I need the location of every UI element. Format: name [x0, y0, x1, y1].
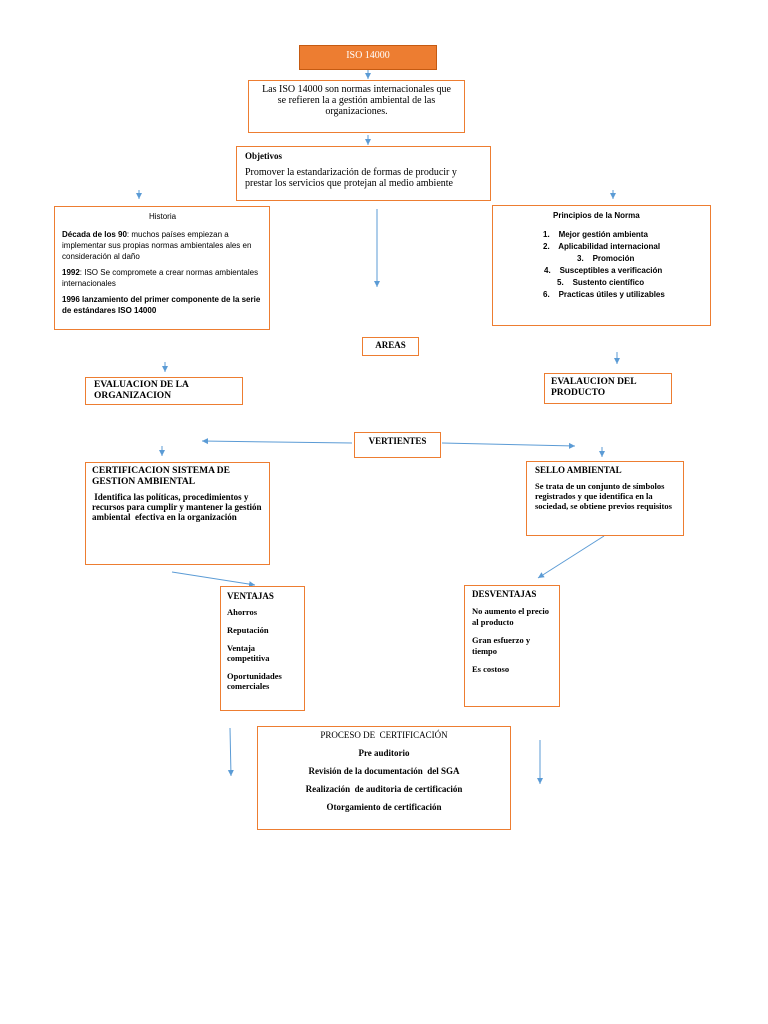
- historia-item-90s-text: : muchos países empiezan a implementar s…: [62, 230, 252, 261]
- ventaja-item: Ventaja competitiva: [227, 643, 270, 663]
- certificacion-heading: CERTIFICACION SISTEMA DE GESTION AMBIENT…: [92, 466, 230, 487]
- principio-item: 5. Sustento científico: [557, 278, 645, 287]
- historia-item-1992-label: 1992: [62, 268, 80, 277]
- intro-box: Las ISO 14000 son normas internacionales…: [248, 80, 465, 133]
- certificacion-text: Identifica las políticas, procedimientos…: [92, 492, 264, 522]
- objetivos-heading: Objetivos: [245, 151, 282, 161]
- desventaja-item: Es costoso: [472, 664, 510, 674]
- principio-item: 6. Practicas útiles y utilizables: [543, 290, 665, 299]
- areas-box: AREAS: [362, 337, 419, 356]
- desventajas-heading: DESVENTAJAS: [472, 589, 537, 599]
- principio-item: 1. Mejor gestión ambienta: [543, 230, 648, 239]
- proceso-item: Realización de auditoria de certificació…: [305, 784, 463, 794]
- arrow-sello-desventajas: [537, 535, 605, 579]
- historia-item-1992: 1992: ISO Se compromete a crear normas a…: [62, 267, 263, 289]
- vertientes-label: VERTIENTES: [368, 436, 427, 446]
- proceso-item: Pre auditorio: [358, 748, 410, 758]
- historia-item-1992-text: : ISO Se compromete a crear normas ambie…: [62, 268, 259, 288]
- eval-prod-box: EVALAUCION DEL PRODUCTO: [544, 373, 672, 404]
- desventajas-box: DESVENTAJAS No aumento el precio al prod…: [464, 585, 560, 707]
- sello-text: Se trata de un conjunto de símbolos regi…: [535, 481, 672, 511]
- arrow-vertientes-left: [201, 438, 353, 445]
- eval-org-box: EVALUACION DE LA ORGANIZACION: [85, 377, 243, 405]
- intro-text: Las ISO 14000 son normas internacionales…: [262, 84, 451, 117]
- certificacion-box: CERTIFICACION SISTEMA DE GESTION AMBIENT…: [85, 462, 270, 565]
- proceso-item: Revisión de la documentación del SGA: [308, 766, 460, 776]
- eval-prod-text: EVALAUCION DEL PRODUCTO: [551, 377, 637, 398]
- eval-org-text: EVALUACION DE LA ORGANIZACION: [94, 380, 189, 401]
- principios-box: Principios de la Norma 1. Mejor gestión …: [492, 205, 711, 326]
- ventaja-item: Ahorros: [227, 607, 258, 617]
- arrow-ventajas-down: [227, 727, 234, 777]
- desventaja-item: No aumento el precio al producto: [472, 606, 550, 627]
- proceso-box: PROCESO DE CERTIFICACIÓN Pre auditorio R…: [257, 726, 511, 830]
- vertientes-box: VERTIENTES: [354, 432, 441, 458]
- principio-item: 4. Susceptibles a verificación: [544, 266, 663, 275]
- ventajas-box: VENTAJAS Ahorros Reputación Ventaja comp…: [220, 586, 305, 711]
- historia-item-90s: Década de los 90: muchos países empiezan…: [62, 229, 263, 262]
- sello-box: SELLO AMBIENTAL Se trata de un conjunto …: [526, 461, 684, 536]
- historia-box: Historia Década de los 90: muchos países…: [54, 206, 270, 330]
- principios-heading: Principios de la Norma: [553, 211, 640, 220]
- proceso-item: Otorgamiento de certificación: [326, 802, 442, 812]
- objetivos-text: Promover la estandarización de formas de…: [245, 167, 457, 189]
- principio-item: 3. Promoción: [577, 254, 635, 263]
- arrow-cert-ventajas: [171, 571, 256, 588]
- historia-heading: Historia: [148, 212, 177, 221]
- title: ISO 14000: [346, 50, 390, 61]
- historia-item-90s-label: Década de los 90: [62, 230, 127, 239]
- ventajas-heading: VENTAJAS: [227, 591, 274, 601]
- desventaja-item: Gran esfuerzo y tiempo: [472, 635, 531, 656]
- areas-label: AREAS: [375, 340, 406, 350]
- ventaja-item: Reputación: [227, 625, 269, 635]
- historia-item-1996: 1996 lanzamiento del primer componente d…: [62, 295, 261, 315]
- arrow-vertientes-right: [441, 442, 576, 449]
- sello-heading: SELLO AMBIENTAL: [535, 465, 622, 475]
- principio-item: 2. Aplicabilidad internacional: [543, 242, 661, 251]
- ventaja-item: Oportunidades comerciales: [227, 671, 282, 691]
- principios-list: 1. Mejor gestión ambienta 2. Aplicabilid…: [499, 229, 704, 301]
- proceso-heading: PROCESO DE CERTIFICACIÓN: [320, 730, 448, 740]
- objetivos-box: Objetivos Promover la estandarización de…: [236, 146, 491, 201]
- title-box: ISO 14000: [299, 45, 437, 70]
